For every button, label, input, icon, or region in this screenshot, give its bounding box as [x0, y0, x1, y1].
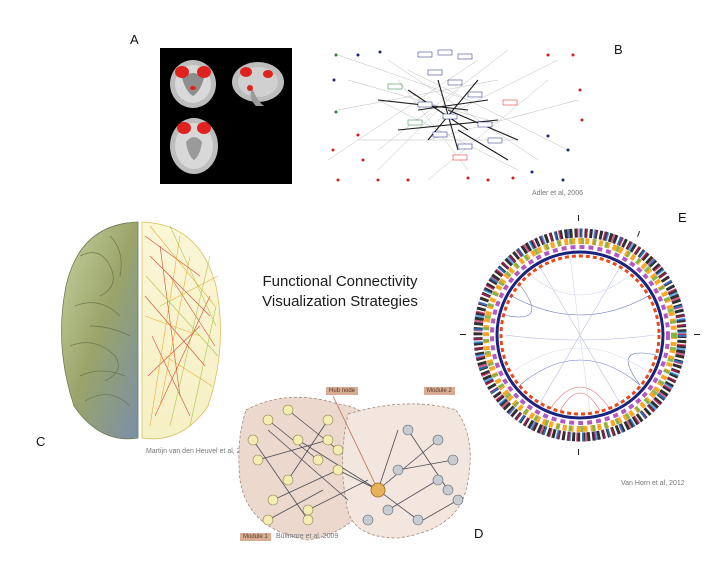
- citation-e: Van Horn et al, 2012: [621, 480, 685, 487]
- inner-ring: [495, 250, 665, 420]
- connectogram-e: [460, 205, 700, 465]
- brain-network-c: [40, 216, 250, 446]
- module-2-region: [342, 403, 471, 539]
- figure-title-line-2: Visualization Strategies: [262, 293, 418, 310]
- region-label-ticks: [460, 215, 700, 455]
- panel-letter-b: B: [614, 42, 623, 57]
- module-2-label: Module 2: [424, 387, 455, 395]
- hub-node: [370, 482, 386, 498]
- mri-sagittal-slice: [232, 62, 284, 106]
- left-hemisphere: [61, 221, 139, 440]
- citation-d: Bullmore et al, 2009: [276, 533, 339, 540]
- figure-title: Functional Connectivity Visualization St…: [240, 272, 440, 312]
- mri-coronal-slice: [170, 60, 216, 108]
- citation-c: Martijn van den Heuvel et al, 2007: [146, 448, 253, 455]
- citation-b: Adler et al, 2006: [532, 190, 583, 197]
- modular-network-d-svg: [238, 395, 471, 541]
- modular-network-d: Hub node Module 2 Module 1: [228, 380, 480, 550]
- panel-letter-c: C: [36, 434, 46, 449]
- mri-slices-image: [170, 60, 284, 174]
- mri-slices-panel: [160, 48, 292, 184]
- connectogram-e-svg: [460, 215, 700, 455]
- panel-letter-d: D: [474, 526, 484, 541]
- hub-node-label: Hub node: [326, 387, 359, 395]
- network-graph-b: [318, 40, 600, 190]
- brain-network-c-svg: [61, 221, 221, 440]
- module-1-label: Module 1: [240, 533, 271, 541]
- network-graph-b-svg: [327, 49, 584, 182]
- figure-title-line-1: Functional Connectivity: [262, 273, 418, 290]
- hub-node-pointer: [332, 395, 379, 491]
- panel-letter-e: E: [678, 210, 687, 225]
- connection-arcs: [503, 256, 657, 414]
- right-hemisphere: [141, 221, 221, 440]
- mri-axial-slice: [170, 118, 218, 174]
- panel-letter-a: A: [130, 32, 139, 47]
